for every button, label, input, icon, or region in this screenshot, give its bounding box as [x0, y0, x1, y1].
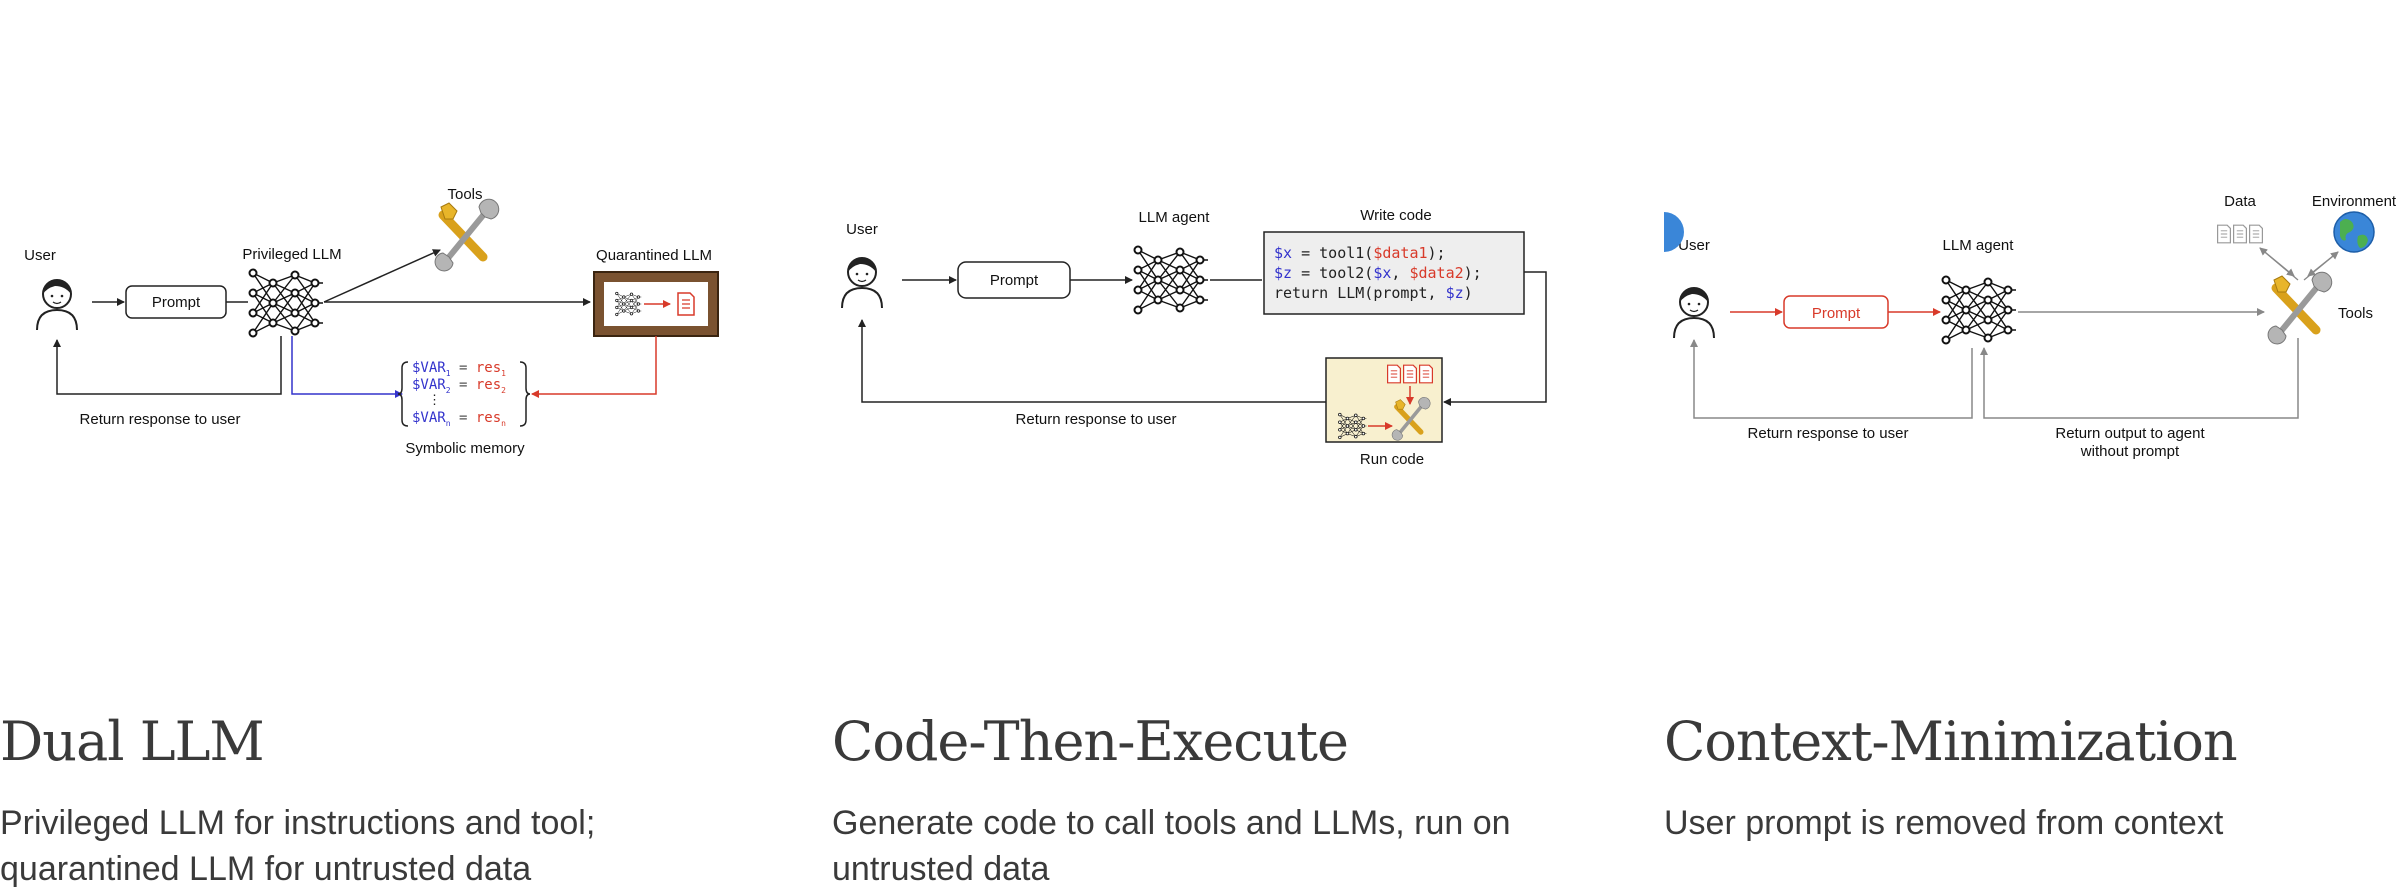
return-response-label: Return response to user — [80, 411, 241, 428]
return-output-label: Return output to agent — [2055, 425, 2205, 442]
write-code-label: Write code — [1360, 207, 1431, 224]
tools-label: Tools — [447, 186, 482, 203]
environment-label: Environment — [2312, 193, 2397, 210]
document-icon — [678, 293, 694, 315]
privileged-llm-label: Privileged LLM — [242, 246, 341, 263]
panel-title: Code-Then-Execute — [832, 710, 1348, 773]
prompt-label: Prompt — [1812, 305, 1861, 322]
dual-llm-diagram: User Prompt Privileged LLM Tools Quarant… — [0, 0, 800, 520]
llm-agent-label: LLM agent — [1139, 209, 1211, 226]
return-response-label: Return response to user — [1016, 411, 1177, 428]
quarantined-llm-label: Quarantined LLM — [596, 247, 712, 264]
svg-text:$VAR2 = res2: $VAR2 = res2 — [412, 377, 506, 395]
globe-icon — [1664, 212, 2374, 252]
svg-text:$VAR1 = res1: $VAR1 = res1 — [412, 360, 506, 378]
without-prompt-label: without prompt — [2080, 443, 2180, 460]
panel-dual-llm: User Prompt Privileged LLM Tools Quarant… — [0, 0, 800, 894]
user-icon — [1674, 288, 1714, 338]
panel-title: Dual LLM — [0, 710, 264, 773]
user-label: User — [24, 247, 56, 264]
code-line-1: $x = tool1($data1); — [1274, 244, 1446, 262]
code-line-3: return LLM(prompt, $z) — [1274, 284, 1473, 302]
symbolic-memory: $VAR1 = res1 $VAR2 = res2 ⋮ $VARn = resn — [398, 360, 530, 428]
context-minimization-diagram: User Prompt LLM agent Tools Data Environ… — [1664, 0, 2400, 520]
panel-context-minimization: User Prompt LLM agent Tools Data Environ… — [1664, 0, 2400, 894]
tools-icon — [435, 199, 499, 271]
document-icon — [1388, 365, 1433, 383]
user-label: User — [1678, 237, 1710, 254]
user-label: User — [846, 221, 878, 238]
symbolic-memory-label: Symbolic memory — [405, 440, 525, 457]
code-line-2: $z = tool2($x, $data2); — [1274, 264, 1482, 282]
svg-text:$VARn = resn: $VARn = resn — [412, 410, 506, 428]
panel-title: Context-Minimization — [1664, 710, 2237, 773]
tools-icon — [2268, 272, 2332, 344]
user-icon — [842, 258, 882, 308]
return-response-label: Return response to user — [1748, 425, 1909, 442]
run-code-label: Run code — [1360, 451, 1424, 468]
prompt-label: Prompt — [990, 272, 1039, 289]
code-then-execute-diagram: User Prompt LLM agent Write code $x = to… — [832, 0, 1632, 520]
document-icon — [2218, 225, 2263, 243]
panel-description: Generate code to call tools and LLMs, ru… — [832, 800, 1592, 892]
neural-network-icon — [1135, 247, 1209, 314]
user-icon — [37, 280, 77, 330]
panel-code-then-execute: User Prompt LLM agent Write code $x = to… — [832, 0, 1632, 894]
neural-network-icon — [1943, 277, 2017, 344]
llm-agent-label: LLM agent — [1943, 237, 2015, 254]
panel-description: User prompt is removed from context — [1664, 800, 2384, 846]
tools-label: Tools — [2338, 305, 2373, 322]
panel-description: Privileged LLM for instructions and tool… — [0, 800, 660, 892]
svg-text:⋮: ⋮ — [428, 393, 441, 408]
prompt-label: Prompt — [152, 294, 201, 311]
neural-network-icon — [250, 270, 324, 337]
data-label: Data — [2224, 193, 2256, 210]
